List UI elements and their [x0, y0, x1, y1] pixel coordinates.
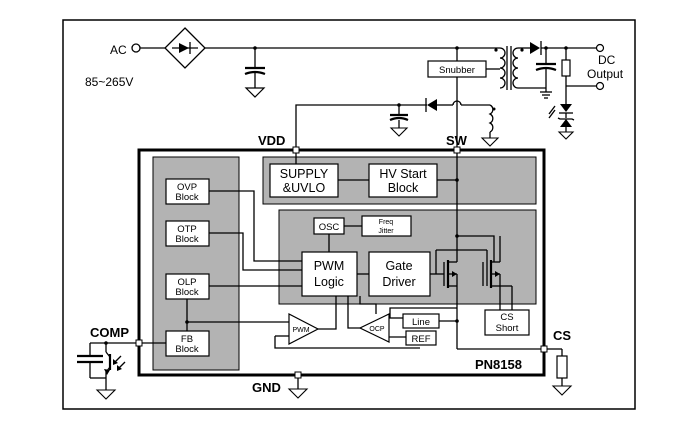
osc-label: OSC	[319, 222, 340, 233]
fb-line1: FB	[181, 334, 193, 345]
otp-line2: Block	[175, 234, 198, 245]
supply-line2: &UVLO	[283, 181, 326, 195]
hv-start-block	[368, 163, 438, 198]
ground-icon	[244, 87, 266, 98]
secondary-output: DC Output	[518, 41, 624, 140]
otp-line1: OTP	[177, 224, 197, 235]
power-mosfet-icon	[430, 260, 458, 300]
ac-input-section: AC 85~265V	[85, 27, 500, 98]
cs-short-block	[484, 309, 530, 336]
ovp-line2: Block	[175, 192, 198, 203]
hv-line1: HV Start	[379, 167, 427, 181]
output-resistor	[561, 59, 571, 77]
comp-ground-icon	[95, 389, 117, 400]
ocp-comp-label: OCP	[369, 326, 385, 333]
outer-frame	[62, 19, 636, 410]
pwm-logic-block	[301, 251, 358, 297]
aux-diode-icon	[427, 99, 437, 111]
freq-jitter-block	[361, 215, 412, 237]
freq-line1: Freq	[379, 219, 394, 226]
gate-line1: Gate	[385, 259, 412, 273]
snubber-label: Snubber	[439, 65, 475, 76]
zener-diode-icon	[560, 119, 572, 127]
supply-uvlo-block	[269, 163, 339, 198]
comp-external-circuit	[77, 341, 136, 400]
comp-pin	[135, 339, 143, 347]
ovp-block	[165, 178, 210, 205]
dc-plus-terminal	[595, 43, 605, 53]
output-diode-icon	[530, 42, 540, 54]
ocp-comparator	[358, 313, 390, 343]
ref-block	[405, 330, 437, 346]
transformer	[494, 46, 524, 90]
fb-line2: Block	[175, 344, 198, 355]
cs-pin	[540, 345, 548, 353]
vdd-label: VDD	[258, 133, 285, 148]
vdd-pin	[292, 146, 300, 154]
cs-label: CS	[553, 328, 571, 343]
hv-line2: Block	[388, 181, 419, 195]
supply-line1: SUPPLY	[280, 167, 329, 181]
pwm-logic-line2: Logic	[314, 275, 344, 289]
pwm-comparator	[288, 313, 320, 345]
ac-range-label: 85~265V	[85, 75, 133, 89]
gate-line2: Driver	[382, 275, 415, 289]
cs-ground-icon	[551, 385, 573, 396]
olp-line1: OLP	[177, 277, 196, 288]
dc-label: DC	[598, 53, 616, 67]
comp-label: COMP	[90, 325, 129, 340]
dc-output-label: Output	[587, 67, 624, 81]
gnd-ground-icon	[287, 388, 309, 399]
ovp-line1: OVP	[177, 182, 197, 193]
sense-mosfet-icon	[435, 234, 513, 310]
pwm-logic-line1: PWM	[314, 259, 345, 273]
freq-line2: Jitter	[378, 228, 394, 235]
ref-label: REF	[412, 334, 431, 345]
chip-name: PN8158	[475, 357, 522, 372]
opto-led-icon	[560, 104, 572, 112]
cs-short-line1: CS	[500, 312, 513, 323]
gnd-pin	[294, 371, 302, 379]
line-label: Line	[412, 317, 430, 328]
gnd-label: GND	[252, 380, 281, 395]
gate-driver-block	[368, 251, 431, 297]
ac-terminal	[131, 43, 141, 53]
sw-label: SW	[446, 133, 468, 148]
pwm-comp-label: PWM	[292, 327, 309, 334]
aux-winding	[295, 98, 500, 150]
dc-minus-terminal	[595, 81, 605, 91]
ac-label: AC	[110, 43, 127, 57]
cs-short-line2: Short	[496, 323, 519, 334]
cs-resistor	[556, 355, 568, 379]
olp-line2: Block	[175, 287, 198, 298]
